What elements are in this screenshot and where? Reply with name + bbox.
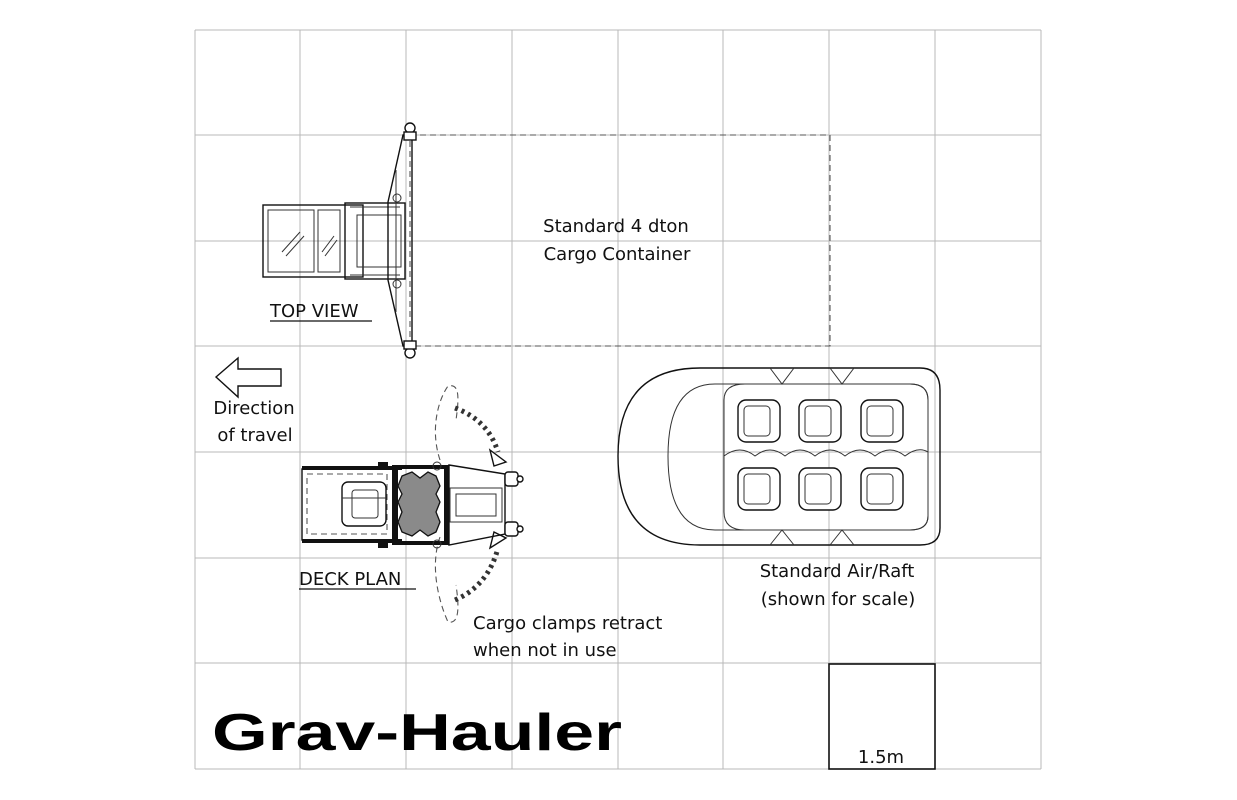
- direction-arrow-icon: [214, 356, 282, 399]
- air-raft: [617, 367, 941, 546]
- deck-plan-label: DECK PLAN: [299, 569, 401, 590]
- page-title: Grav-Hauler: [212, 704, 622, 762]
- direction-label-line2: of travel: [217, 425, 292, 446]
- top-view-label: TOP VIEW: [269, 301, 359, 322]
- seat-icon: [737, 399, 781, 443]
- direction-label-line1: Direction: [213, 398, 294, 419]
- cargo-block: [397, 471, 441, 537]
- scale-label: 1.5m: [858, 747, 904, 768]
- seat-icon: [737, 467, 781, 511]
- grid: [194, 29, 1042, 770]
- top-view-vehicle: [262, 122, 831, 359]
- cargo-container-outline: [409, 134, 831, 347]
- seat-icon: [798, 467, 842, 511]
- airraft-label-line1: Standard Air/Raft: [760, 561, 915, 582]
- seat-icon: [860, 467, 904, 511]
- container-label-line2: Cargo Container: [544, 244, 691, 265]
- scale-box: [828, 663, 936, 770]
- seat-icon: [860, 399, 904, 443]
- airraft-label-line2: (shown for scale): [761, 589, 916, 610]
- deck-plan-vehicle: [301, 385, 524, 623]
- clamps-label-line2: when not in use: [473, 640, 617, 661]
- container-label-line1: Standard 4 dton: [543, 216, 689, 237]
- seat-icon: [798, 399, 842, 443]
- clamps-label-line1: Cargo clamps retract: [473, 613, 662, 634]
